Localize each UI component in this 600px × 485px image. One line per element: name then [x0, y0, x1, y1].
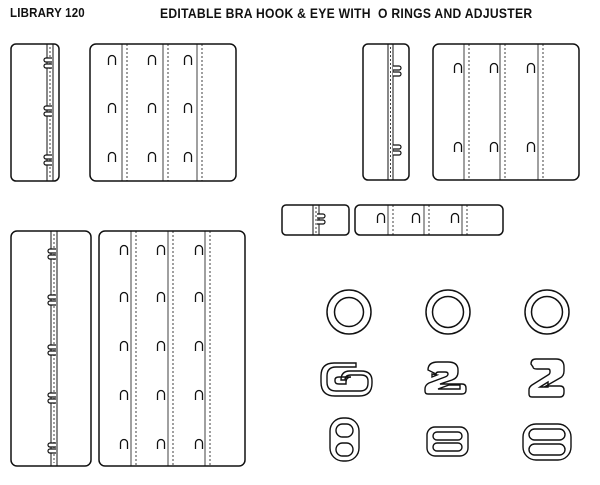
o-ring-2: [425, 289, 471, 335]
eye-tape-3x5-bottom-left: [98, 230, 246, 467]
figure-8-slider-3: [522, 423, 572, 461]
figure-2-slider-1: [320, 362, 373, 397]
figure-2-slider-2: [424, 361, 467, 395]
o-ring-3: [524, 289, 570, 335]
eye-tape-3x2-top-right: [432, 43, 580, 181]
page-title: EDITABLE BRA HOOK & EYE WITH O RINGS AND…: [160, 6, 533, 21]
eye-tape-3x3-top-left: [89, 43, 237, 182]
figure-8-slider-2: [426, 426, 469, 457]
figure-2-slider-3: [528, 358, 565, 398]
hook-tape-3-row-top-left: [10, 43, 60, 182]
figure-8-slider-1: [329, 417, 360, 462]
o-ring-1: [326, 289, 372, 335]
hook-tape-2-row-top-right: [362, 43, 410, 181]
library-label: LIBRARY 120: [10, 6, 85, 20]
eye-tape-3x1-middle: [354, 204, 504, 236]
hook-tape-5-row-bottom-left: [10, 230, 92, 467]
hook-tape-1-row-middle: [281, 204, 350, 236]
